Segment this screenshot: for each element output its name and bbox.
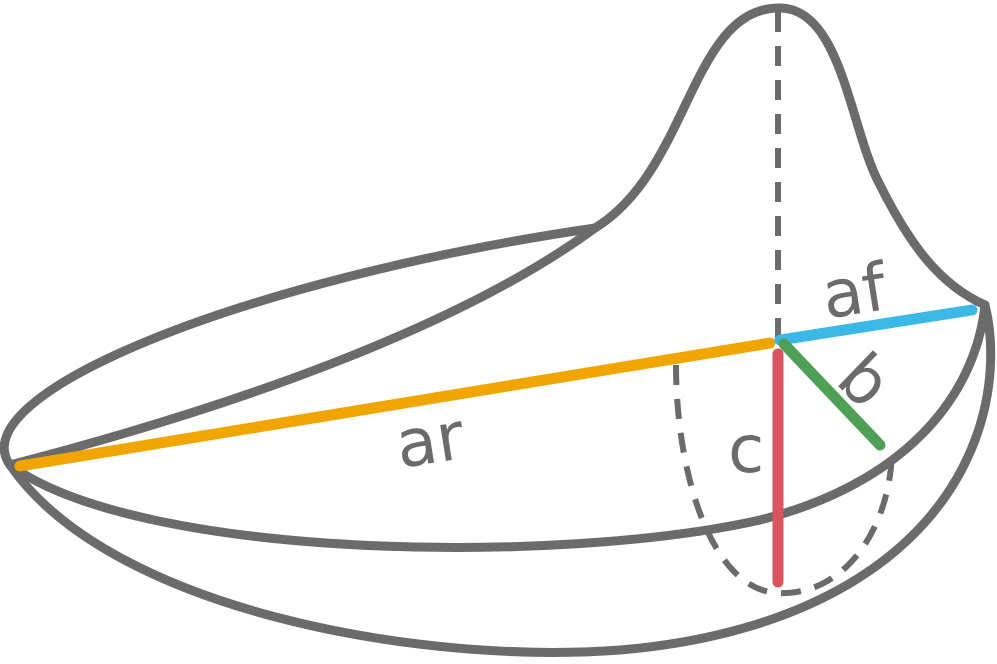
- af-label: af: [817, 248, 894, 334]
- rim-back-curve: [0, 223, 600, 470]
- af-axis-line: [774, 304, 978, 346]
- crown-profile: [590, 3, 990, 310]
- inner-sheath-line: [5, 223, 600, 470]
- ar-axis-line: [14, 337, 776, 472]
- c-label: c: [728, 411, 764, 488]
- ar-label: ar: [390, 397, 470, 484]
- rim-front-curve: [5, 300, 990, 552]
- b-label: b: [823, 338, 907, 422]
- hull-bottom-outline: [5, 300, 996, 657]
- b-axis-line: [778, 338, 886, 451]
